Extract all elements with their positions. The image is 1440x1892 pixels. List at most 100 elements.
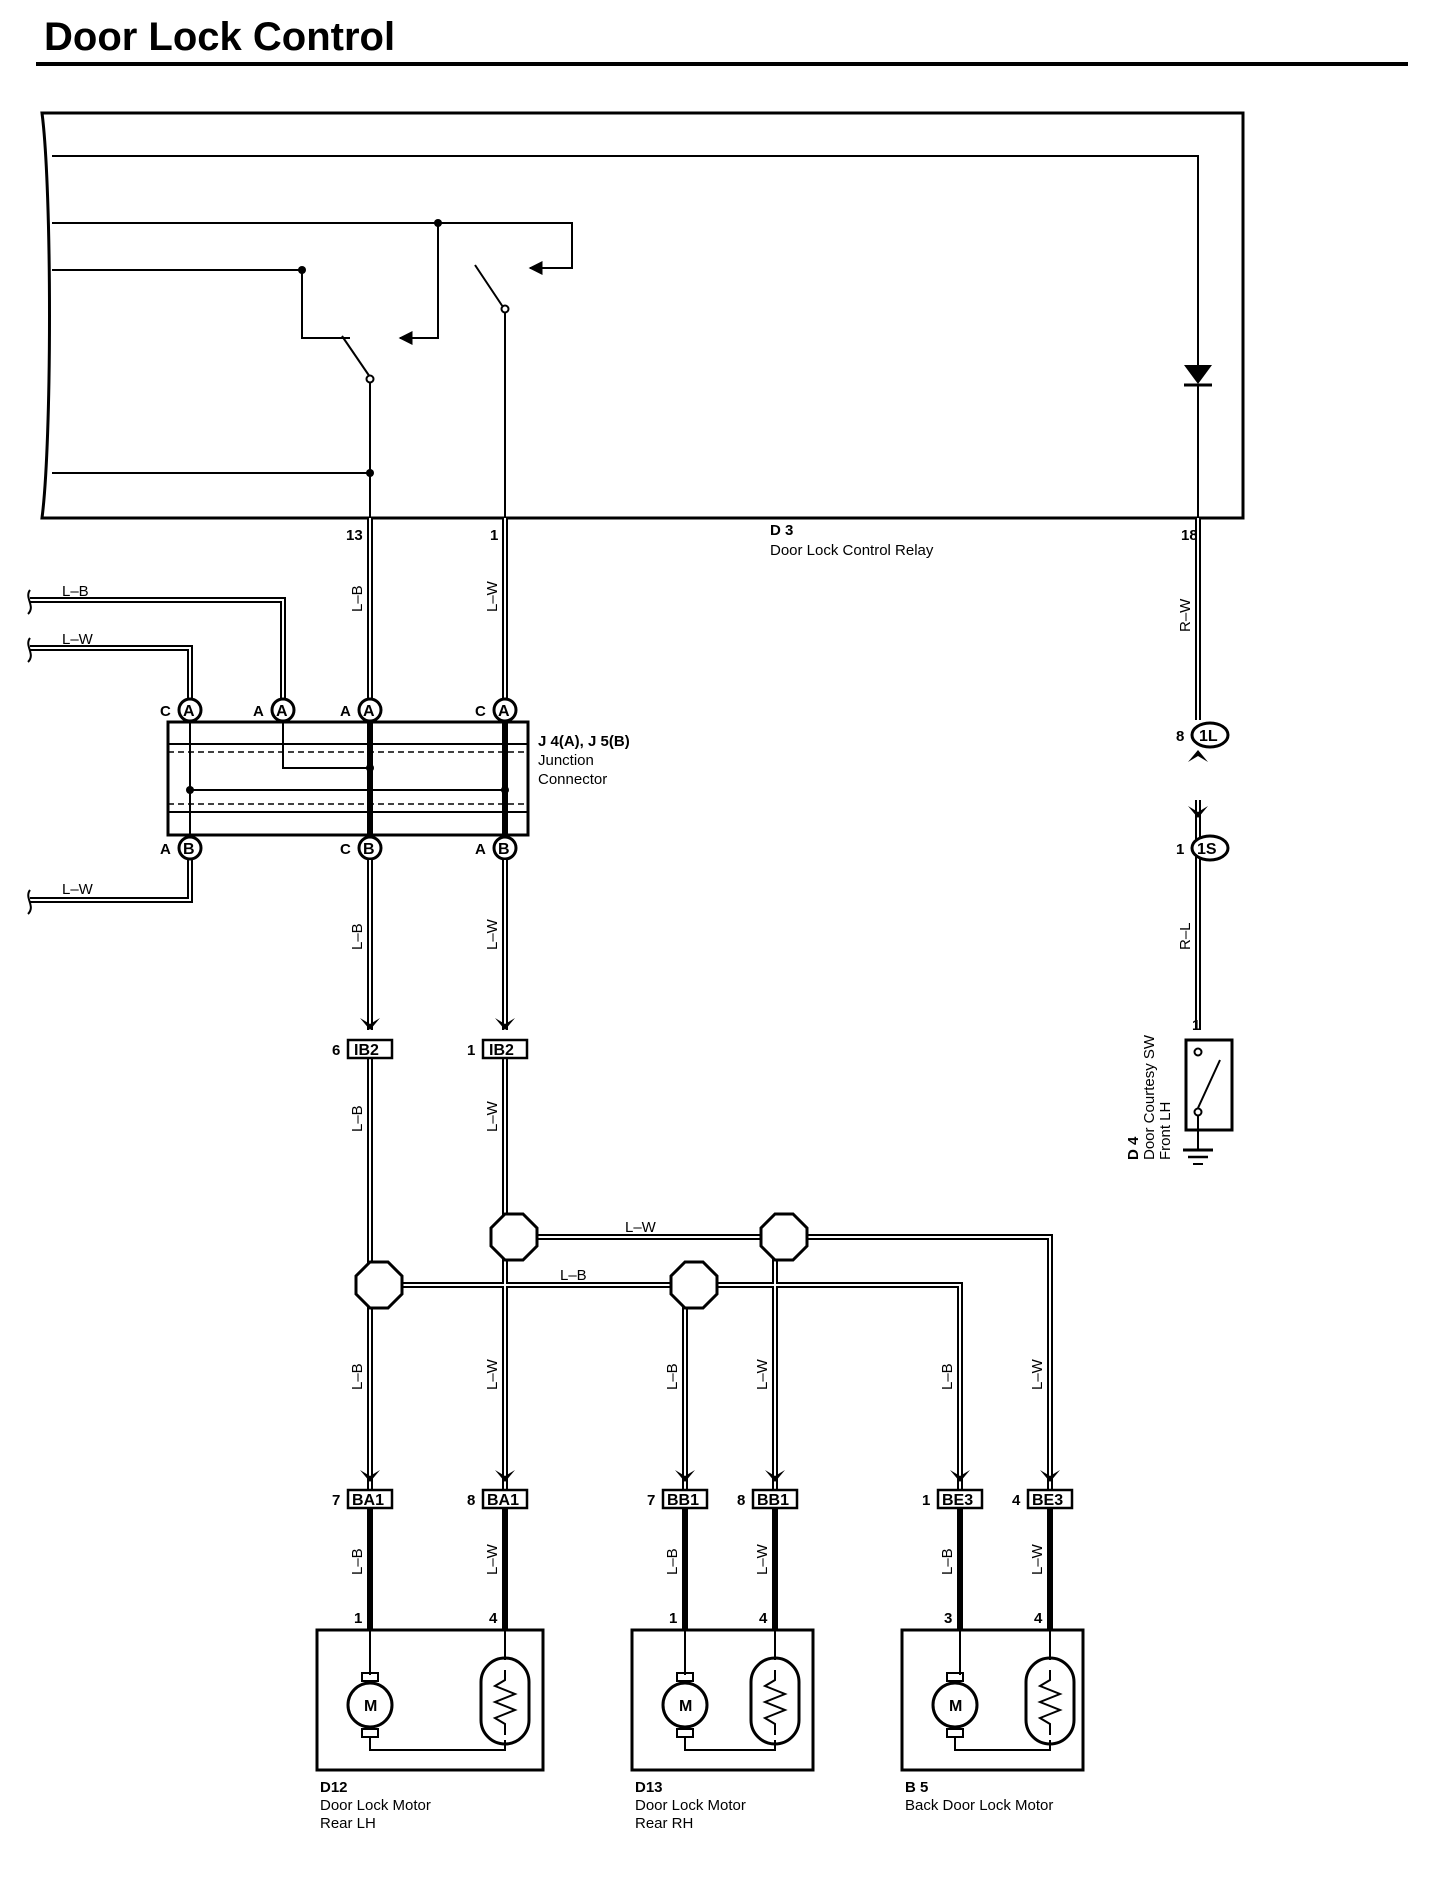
svg-text:A: A <box>340 703 351 720</box>
wire-label-lb: L–B <box>939 1363 956 1390</box>
connector-ib2: IB2 6 <box>332 1018 394 1060</box>
motor-name: Door Lock Motor <box>320 1797 431 1814</box>
svg-text:1: 1 <box>922 1492 930 1509</box>
svg-text:B: B <box>363 841 375 858</box>
relay-pin-13: 13 <box>346 527 363 544</box>
motor-name: Rear LH <box>320 1815 376 1832</box>
wire-label-lw: L–W <box>625 1219 657 1236</box>
junction-pin-bottom: B A <box>475 835 518 861</box>
svg-text:BE3: BE3 <box>1032 1492 1063 1509</box>
wire-break <box>27 637 32 663</box>
svg-text:BA1: BA1 <box>352 1492 384 1509</box>
door-lock-control-relay <box>40 111 1245 520</box>
motor-icon <box>931 1681 979 1729</box>
relay-pin-18: 18 <box>1181 527 1198 544</box>
svg-text:6: 6 <box>332 1042 340 1059</box>
motor-pin: 3 <box>944 1610 952 1627</box>
wire-label-lw: L–W <box>484 1543 501 1575</box>
connector-ba1: BA1 8 <box>467 1470 529 1510</box>
wire-label-lb: L–B <box>349 1363 366 1390</box>
wire-label-lw: L–W <box>484 918 501 950</box>
motor-id: D13 <box>635 1779 663 1796</box>
wire-label-lw: L–W <box>1029 1358 1046 1390</box>
connector-ba1: BA1 7 <box>332 1470 394 1510</box>
wire-label-lw: L–W <box>754 1543 771 1575</box>
junction-name: Connector <box>538 771 607 788</box>
junction-pin-top: A A <box>253 697 296 723</box>
wire-label-lw: L–W <box>484 1358 501 1390</box>
svg-text:7: 7 <box>647 1492 655 1509</box>
wire-label-lw: L–W <box>484 1100 501 1132</box>
svg-text:C: C <box>475 703 486 720</box>
svg-text:BB1: BB1 <box>667 1492 699 1509</box>
motor-pin: 4 <box>489 1610 498 1627</box>
wire-label-lb: L–B <box>939 1548 956 1575</box>
junction-name: Junction <box>538 752 594 769</box>
wire-break <box>27 889 32 915</box>
svg-text:A: A <box>253 703 264 720</box>
svg-text:1: 1 <box>467 1042 475 1059</box>
junction-id: J 4(A), J 5(B) <box>538 733 630 750</box>
svg-text:M: M <box>364 1698 377 1715</box>
motor-pin: 1 <box>669 1610 677 1627</box>
door-lock-motor-rear-rh: M <box>630 1628 815 1772</box>
wire-label-lb: L–B <box>349 1105 366 1132</box>
wire-label-lw: L–W <box>484 580 501 612</box>
splice-point <box>759 1212 809 1262</box>
junction-pin-top: A C <box>475 697 518 723</box>
motor-pin: 1 <box>354 1610 362 1627</box>
junction-pin-bottom: B C <box>340 835 383 861</box>
motor-pin: 4 <box>759 1610 768 1627</box>
svg-text:A: A <box>363 703 375 720</box>
svg-text:B: B <box>498 841 510 858</box>
svg-text:8: 8 <box>467 1492 475 1509</box>
svg-text:M: M <box>949 1698 962 1715</box>
wire-label-lw: L–W <box>1029 1543 1046 1575</box>
ptc-thermistor-icon <box>1024 1656 1076 1746</box>
courtesy-sw-name: Door Courtesy SW <box>1141 1034 1158 1160</box>
motor-icon <box>661 1681 709 1729</box>
ptc-thermistor-icon <box>749 1656 801 1746</box>
svg-text:4: 4 <box>1012 1492 1021 1509</box>
wire-label-lw: L–W <box>62 881 94 898</box>
connector-1l: 1L 8 <box>1176 721 1230 762</box>
svg-text:1L: 1L <box>1199 728 1218 745</box>
splice-point <box>669 1260 719 1310</box>
svg-text:BB1: BB1 <box>757 1492 789 1509</box>
relay-pin-1: 1 <box>490 527 498 544</box>
motor-id: D12 <box>320 1779 348 1796</box>
wire-label-rw: R–W <box>1177 598 1194 632</box>
svg-text:IB2: IB2 <box>489 1042 514 1059</box>
svg-text:1: 1 <box>1176 841 1184 858</box>
wire-label-lw: L–W <box>754 1358 771 1390</box>
connector-1s: 1S 1 <box>1176 806 1230 862</box>
svg-text:8: 8 <box>737 1492 745 1509</box>
svg-text:A: A <box>475 841 486 858</box>
junction-pin-bottom: B A <box>160 835 203 861</box>
junction-pin-top: A C <box>160 697 203 723</box>
wire-label-lb: L–B <box>349 1548 366 1575</box>
wire-label-lw: L–W <box>62 631 94 648</box>
connector-be3: BE3 1 <box>922 1470 984 1510</box>
door-lock-motor-rear-lh: M <box>315 1628 545 1772</box>
connector-ib2: IB2 1 <box>467 1018 529 1060</box>
ptc-thermistor-icon <box>479 1656 531 1746</box>
svg-text:1S: 1S <box>1197 841 1217 858</box>
junction-connector <box>166 720 530 840</box>
motor-pin: 4 <box>1034 1610 1043 1627</box>
splice-point <box>489 1212 539 1262</box>
wire-break <box>27 589 32 615</box>
svg-text:BA1: BA1 <box>487 1492 519 1509</box>
relay-name: Door Lock Control Relay <box>770 542 934 559</box>
diode-icon <box>1184 365 1212 384</box>
svg-text:M: M <box>679 1698 692 1715</box>
svg-text:A: A <box>498 703 510 720</box>
wire-label-rl: R–L <box>1177 922 1194 950</box>
courtesy-sw-pin: 1 <box>1192 1017 1200 1034</box>
connector-bb1: BB1 8 <box>737 1470 799 1510</box>
svg-text:C: C <box>160 703 171 720</box>
svg-text:8: 8 <box>1176 728 1184 745</box>
svg-text:BE3: BE3 <box>942 1492 973 1509</box>
motor-name: Rear RH <box>635 1815 693 1832</box>
